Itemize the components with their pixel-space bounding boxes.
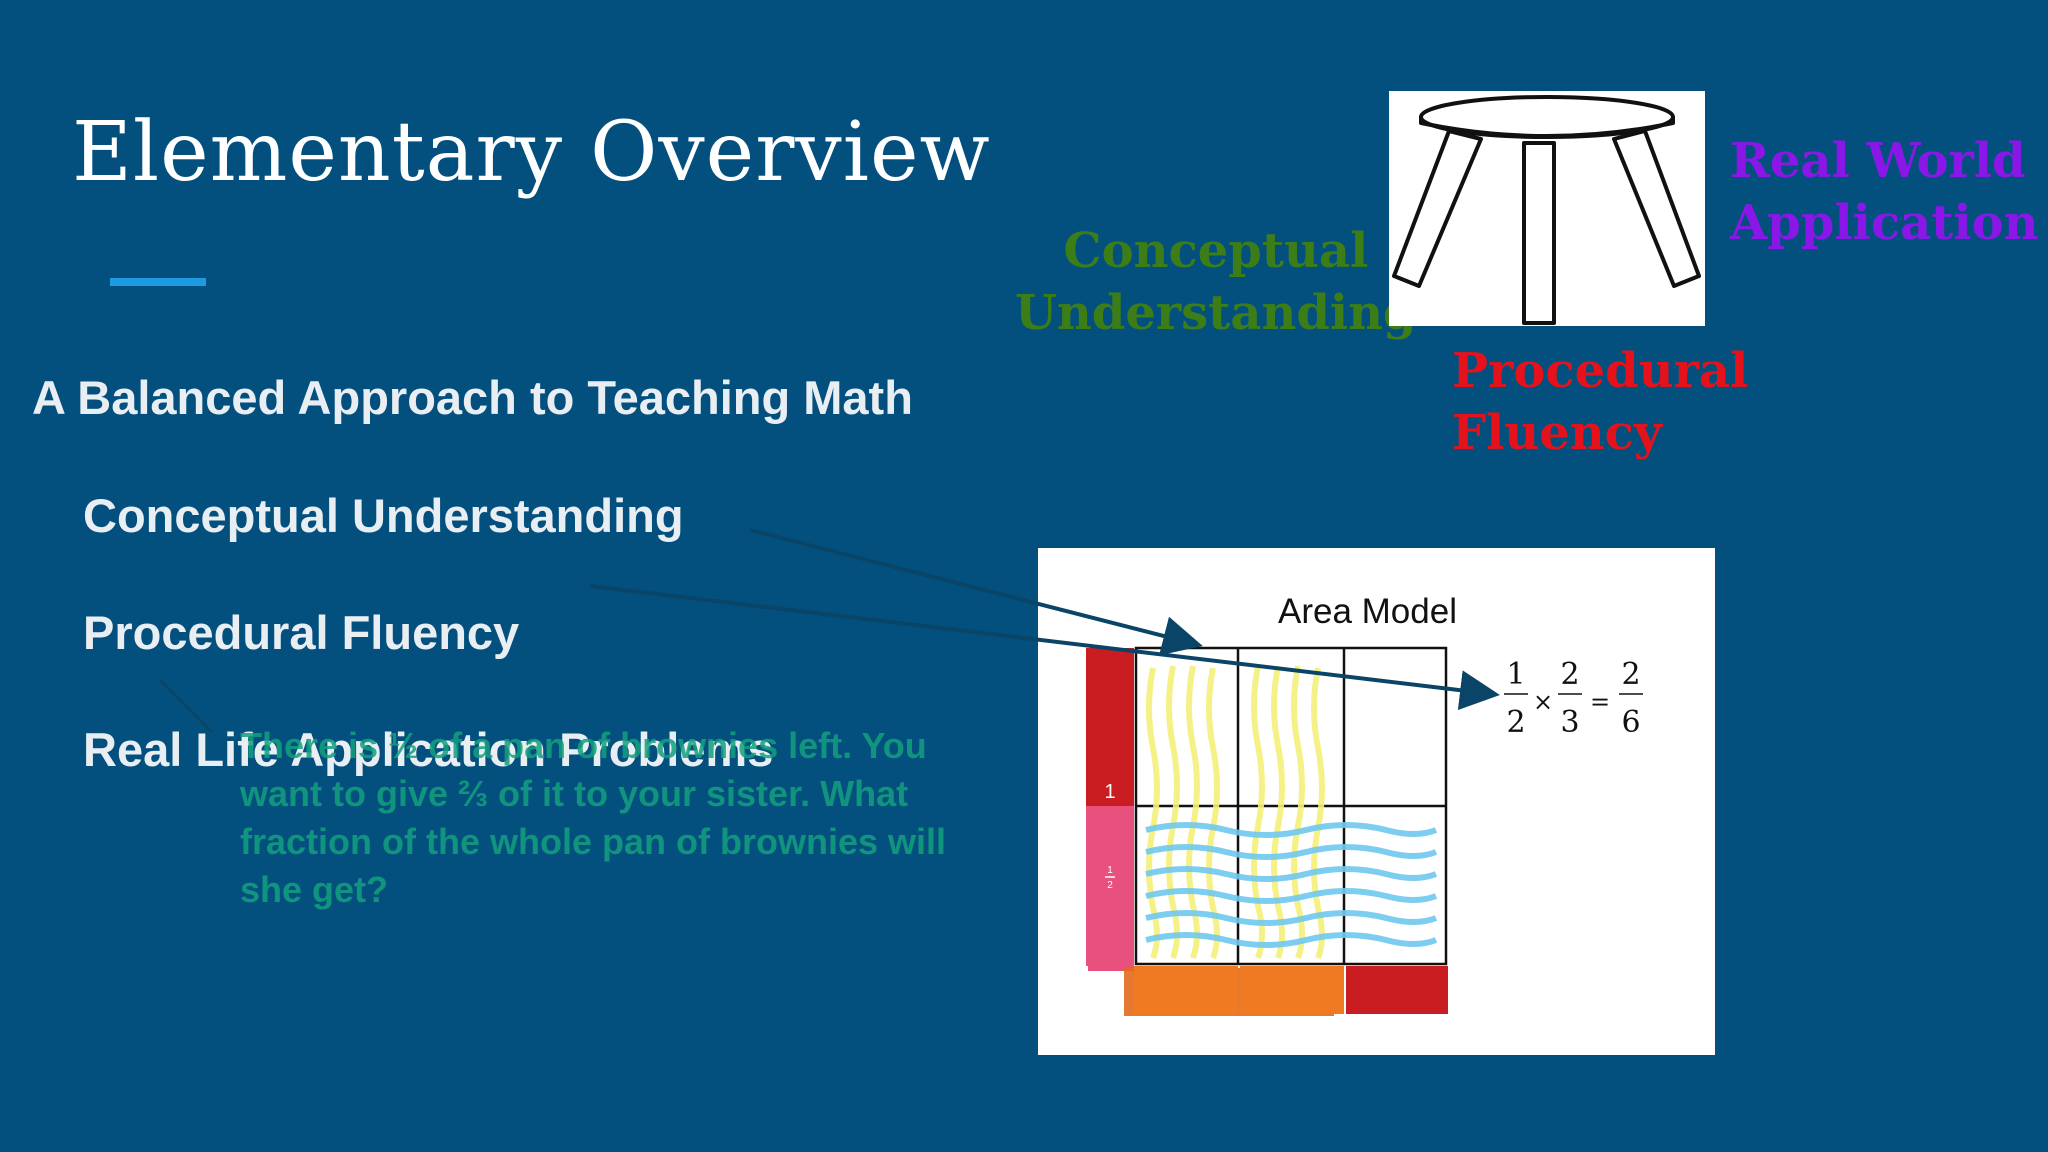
title-accent-line <box>110 278 206 286</box>
three-legged-stool-image <box>1389 91 1705 326</box>
eq-equals: = <box>1590 688 1610 716</box>
bar-half <box>1086 806 1134 966</box>
brownie-word-problem: There is ½ of a pan of brownies left. Yo… <box>240 725 947 910</box>
bar-third-3 <box>1346 966 1448 1014</box>
eq-b-num: 2 <box>1560 657 1579 692</box>
eq-a-den: 2 <box>1506 705 1525 740</box>
fraction-equation: 1 2 × 2 3 = 2 6 <box>1504 657 1643 740</box>
area-grid <box>1134 646 1448 966</box>
label-line: Real World <box>1730 133 2026 189</box>
stool-icon <box>1392 95 1701 325</box>
label-procedural-fluency: Procedural Fluency <box>1452 340 1748 464</box>
slide-title: Elementary Overview <box>72 105 991 200</box>
label-line: Fluency <box>1452 405 1662 461</box>
label-line: Understanding <box>1015 285 1417 341</box>
eq-times: × <box>1533 688 1553 716</box>
bullet-conceptual: Conceptual Understanding <box>83 489 684 542</box>
slide-heading: A Balanced Approach to Teaching Math <box>32 371 913 424</box>
label-line: Conceptual <box>1063 223 1369 279</box>
eq-c-den: 6 <box>1621 705 1640 740</box>
eq-a-num: 1 <box>1506 657 1525 692</box>
eq-c-num: 2 <box>1621 657 1640 692</box>
label-half-den: 2 <box>1107 880 1113 891</box>
label-one: 1 <box>1104 781 1115 803</box>
eq-b-den: 3 <box>1560 705 1579 740</box>
bullet-procedural: Procedural Fluency <box>83 606 520 659</box>
blue-shading <box>1145 822 1438 948</box>
label-half-num: 1 <box>1107 865 1113 876</box>
label-line: Procedural <box>1452 343 1749 399</box>
label-line: Application <box>1730 195 2039 251</box>
bar-third-2 <box>1240 966 1344 1014</box>
bar-third-1 <box>1134 966 1238 1014</box>
label-conceptual-understanding: Conceptual Understanding <box>1015 220 1417 344</box>
area-model-title: Area Model <box>1278 592 1457 631</box>
label-real-world-application: Real World Application <box>1730 130 2038 254</box>
bar-shadow <box>1088 963 1134 971</box>
